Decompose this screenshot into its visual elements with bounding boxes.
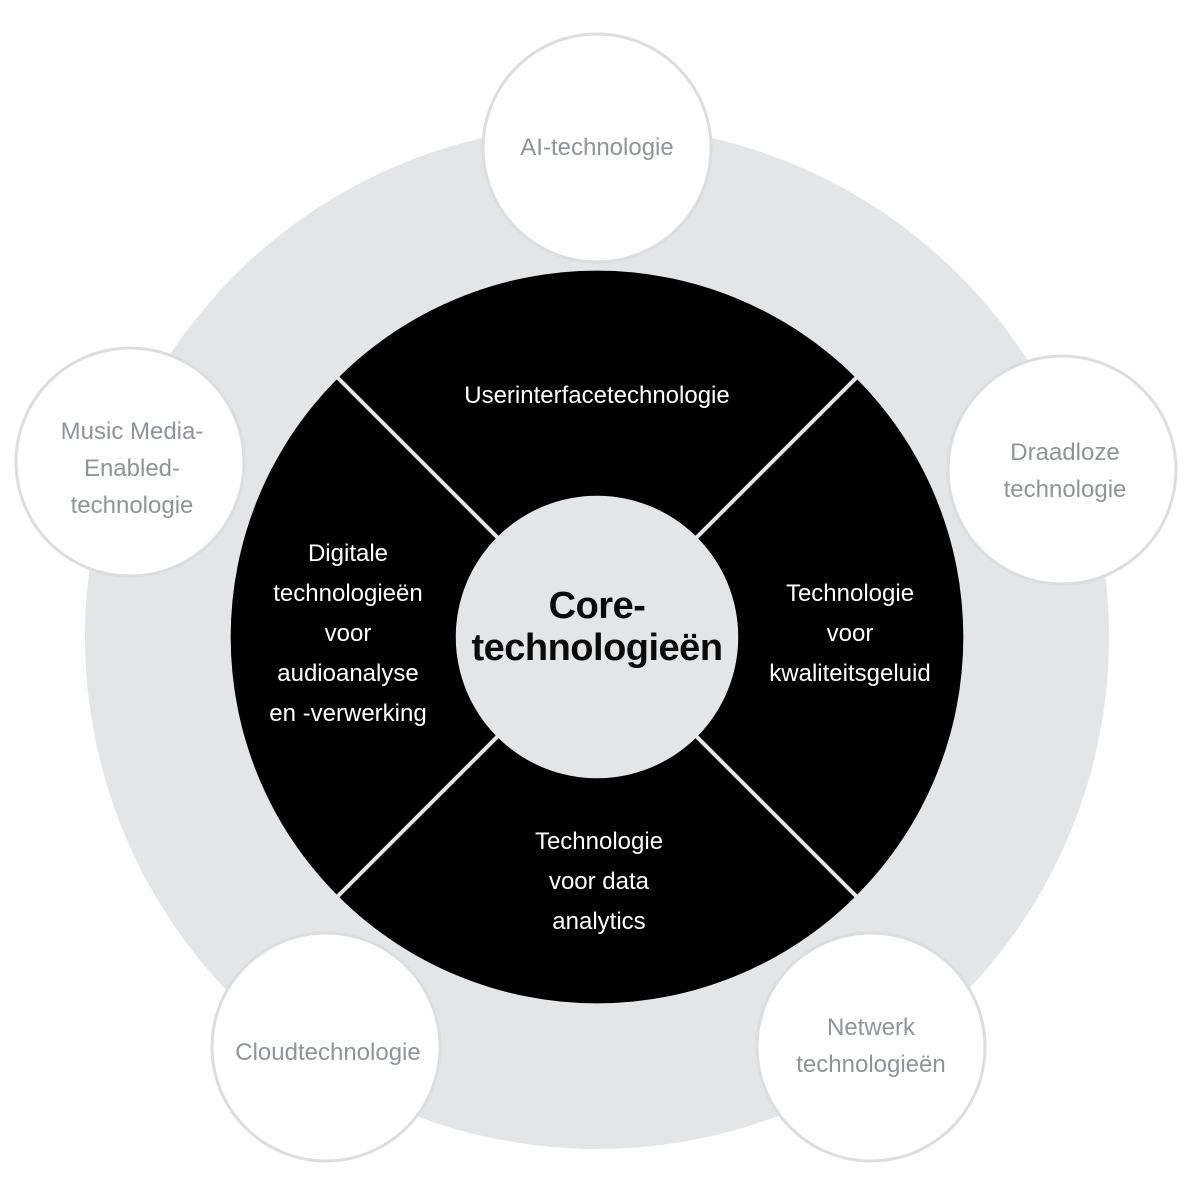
outer-circle-network [755, 931, 987, 1163]
segment-label-bottom: Technologie voor data analytics [534, 828, 664, 935]
outer-label-network: Netwerk technologieën [796, 1014, 946, 1078]
segment-bottom [339, 738, 855, 1004]
outer-label-cloud: Cloudtechnologie [235, 1038, 421, 1066]
outer-circle-ai [481, 32, 713, 264]
core-circle [456, 496, 738, 778]
segment-label-right: Technologie voor kwaliteitsgeluid [769, 580, 931, 687]
segment-top [339, 270, 855, 536]
segment-right [698, 379, 964, 895]
segment-left [230, 379, 496, 895]
segment-group [230, 270, 964, 1004]
outer-circle-cloud [210, 931, 442, 1163]
outer-label-music-media: Music Media- Enabled- technologie [60, 417, 204, 519]
outer-circle-music-media [14, 346, 246, 578]
outer-label-wireless: Draadloze technologie [1003, 439, 1127, 503]
segment-label-top: Userinterfacetechnologie [464, 382, 730, 409]
segment-label-left: Digitale technologieën voor audioanalyse… [269, 540, 427, 727]
outer-label-ai: AI-technologie [520, 133, 674, 161]
outer-circle-wireless [946, 354, 1178, 586]
core-label: Core- technologieën [471, 585, 723, 669]
